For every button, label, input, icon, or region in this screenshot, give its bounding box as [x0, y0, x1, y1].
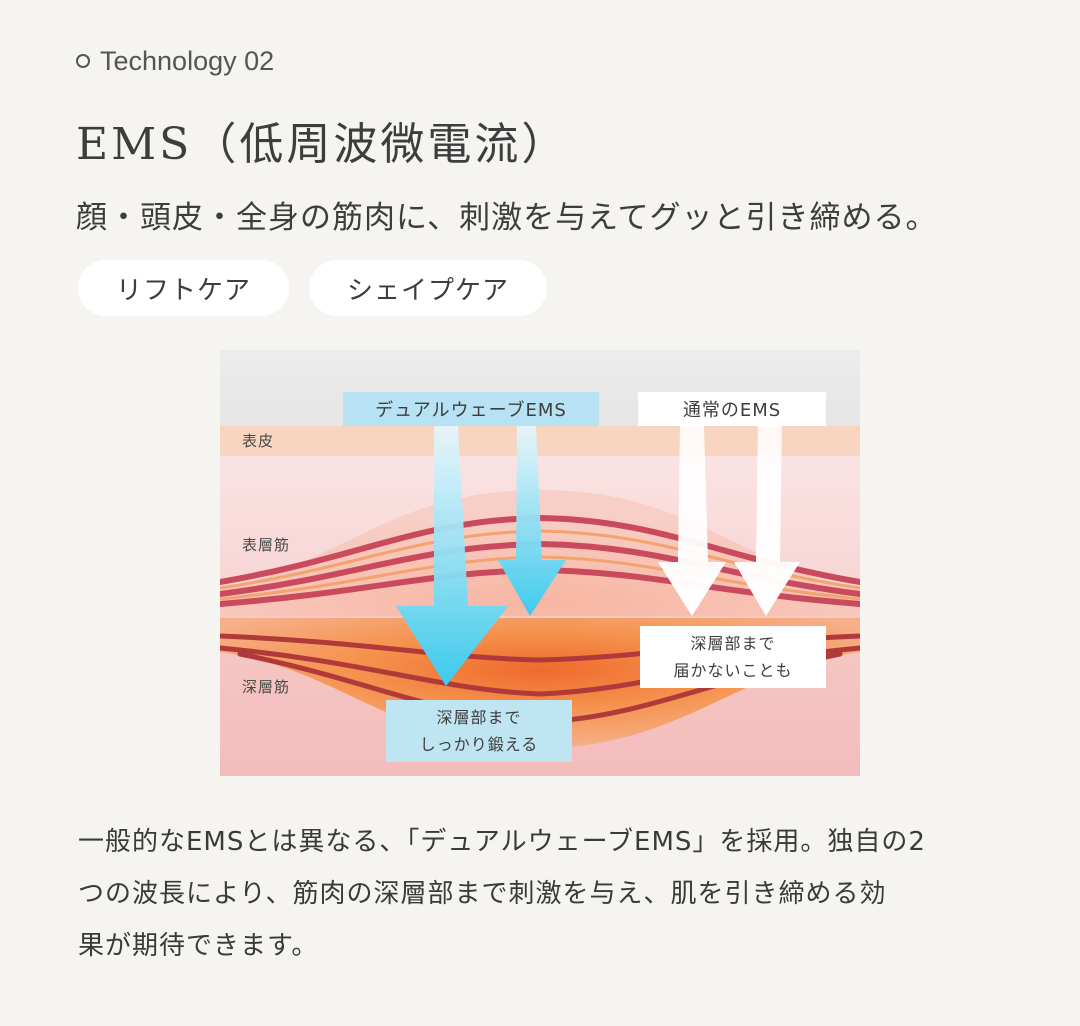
- ems-diagram: 表皮 表層筋 深層筋 デュアルウェーブEMS 通常のEMS 深層部まで 届かない…: [220, 350, 860, 776]
- page-title: EMS（低周波微電流）: [76, 119, 569, 170]
- tag-shape-care: シェイプケア: [309, 260, 548, 316]
- dual-wave-arrow-large: [396, 426, 508, 686]
- tag-lift-care: リフトケア: [78, 260, 290, 316]
- dual-wave-arrow-small: [498, 426, 566, 616]
- callout-not-reach: 深層部まで 届かないことも: [640, 626, 826, 688]
- page-subtitle: 顔・頭皮・全身の筋肉に、刺激を与えてグッと引き締める。: [76, 200, 938, 236]
- section-eyebrow: Technology 02: [76, 44, 274, 78]
- normal-ems-label: 通常のEMS: [638, 392, 826, 426]
- label-deep-muscle: 深層筋: [242, 678, 291, 696]
- label-epidermis: 表皮: [242, 432, 275, 450]
- epidermis-layer: [220, 426, 860, 456]
- eyebrow-text: Technology 02: [100, 45, 275, 76]
- description-paragraph: 一般的なEMSとは異なる、「デュアルウェーブEMS」を採用。独自の2 つの波長に…: [78, 827, 926, 961]
- label-superficial-muscle: 表層筋: [242, 536, 291, 554]
- callout-deep-train-line1: 深層部まで: [436, 708, 522, 727]
- dual-wave-ems-label: デュアルウェーブEMS: [343, 392, 599, 426]
- callout-not-reach-line2: 届かないことも: [673, 661, 793, 680]
- callout-deep-train-line2: しっかり鍛える: [419, 735, 539, 754]
- tag-list: リフトケア シェイプケア: [78, 260, 548, 316]
- callout-not-reach-line1: 深層部まで: [690, 634, 776, 653]
- callout-deep-train: 深層部まで しっかり鍛える: [386, 700, 572, 762]
- normal-ems-arrow-left: [658, 426, 726, 616]
- normal-ems-arrow-right: [734, 426, 800, 616]
- circle-bullet-icon: [76, 54, 90, 68]
